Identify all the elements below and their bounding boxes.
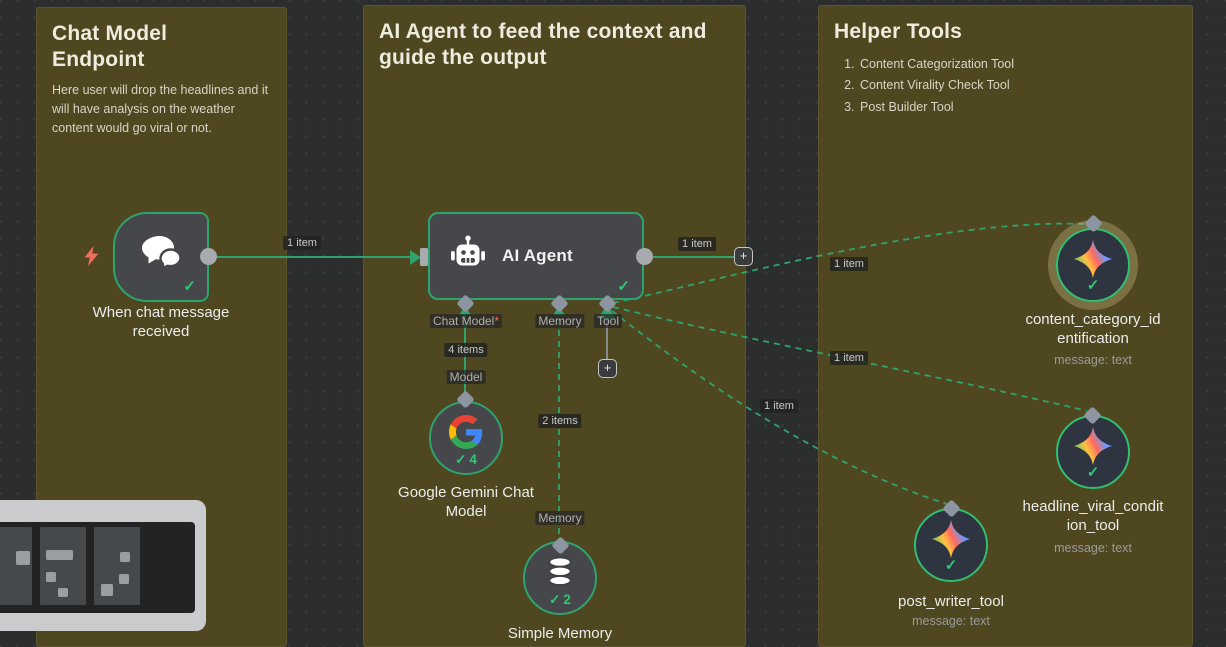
node-content-category-identification[interactable]: ✓ <box>1056 228 1130 302</box>
node-label-trigger: When chat message received <box>92 304 230 340</box>
port-label-memory: Memory <box>535 314 585 328</box>
port-label-tool: Tool <box>593 314 623 328</box>
required-asterisk: * <box>494 314 500 328</box>
node-post-writer-tool[interactable]: ✓ <box>914 508 988 582</box>
items-badge: 2 items <box>538 414 582 428</box>
success-check-icon: ✓ <box>1086 277 1100 294</box>
list-item: Post Builder Tool <box>858 97 1177 119</box>
node-title: AI Agent <box>502 246 573 265</box>
success-check-icon: ✓ <box>1086 464 1100 481</box>
agent-output-port[interactable] <box>636 248 653 265</box>
minimap-node <box>120 552 130 562</box>
port-label-model: Model <box>446 370 486 384</box>
node-headline-viral-condition-tool[interactable]: ✓ <box>1056 415 1130 489</box>
sticky-title: Helper Tools <box>834 20 963 43</box>
node-label-gemini: Google Gemini Chat Model <box>398 484 534 520</box>
minimap-node <box>101 584 113 596</box>
items-badge: 1 item <box>830 351 868 365</box>
helper-tools-list: Content Categorization Tool Content Vira… <box>834 54 1177 119</box>
port-label-chat-model: Chat Model* <box>429 314 503 328</box>
database-icon <box>543 555 577 594</box>
google-logo-icon <box>449 414 483 454</box>
success-check-icon: ✓ <box>183 278 196 295</box>
minimap-sticky <box>0 527 32 605</box>
run-count: 2 <box>563 592 571 607</box>
robot-icon <box>448 234 488 279</box>
items-badge: 4 items <box>444 343 488 357</box>
node-when-chat-message-received[interactable]: ✓ <box>113 212 209 302</box>
list-item: Content Categorization Tool <box>858 54 1177 76</box>
trigger-bolt-icon <box>83 246 100 271</box>
items-badge: 1 item <box>830 257 868 271</box>
sticky-title: AI Agent to feed the context and guide t… <box>379 20 707 69</box>
trigger-output-port[interactable] <box>200 248 217 265</box>
node-google-gemini-chat-model[interactable]: ✓4 <box>429 401 503 475</box>
minimap[interactable] <box>0 500 206 631</box>
run-count: 4 <box>469 452 477 467</box>
gemini-sparkle-icon <box>1071 237 1115 286</box>
success-check-icon: ✓ <box>549 592 561 607</box>
node-simple-memory[interactable]: ✓2 <box>523 541 597 615</box>
minimap-node <box>46 550 73 560</box>
add-node-button[interactable]: + <box>734 247 753 266</box>
chat-bubbles-icon <box>139 234 187 283</box>
minimap-node <box>58 588 68 597</box>
gemini-sparkle-icon <box>1071 424 1115 473</box>
node-label-post-writer: post_writer_tool <box>898 593 1004 610</box>
node-label-content-category: content_category_id entification <box>1025 311 1161 347</box>
minimap-node <box>16 551 30 565</box>
gemini-sparkle-icon <box>929 517 973 566</box>
node-sublabel: message: text <box>1054 353 1132 367</box>
items-badge: 1 item <box>283 236 321 250</box>
node-label-simple-memory: Simple Memory <box>507 625 613 642</box>
node-sublabel: message: text <box>912 614 990 628</box>
minimap-viewport <box>0 522 195 613</box>
success-check-icon: ✓ <box>455 452 467 467</box>
items-badge: 1 item <box>678 237 716 251</box>
node-label-headline-viral: headline_viral_condit ion_tool <box>1022 498 1164 534</box>
add-tool-button[interactable]: + <box>598 359 617 378</box>
node-ai-agent[interactable]: AI Agent ✓ <box>428 212 644 300</box>
minimap-node <box>119 574 129 584</box>
sticky-body: Here user will drop the headlines and it… <box>52 83 269 135</box>
success-check-icon: ✓ <box>617 278 630 295</box>
node-sublabel: message: text <box>1054 541 1132 555</box>
sticky-title: Chat Model Endpoint <box>52 22 168 71</box>
port-label-memory-in: Memory <box>535 511 585 525</box>
success-check-icon: ✓ <box>944 557 958 574</box>
items-badge: 1 item <box>760 399 798 413</box>
list-item: Content Virality Check Tool <box>858 75 1177 97</box>
minimap-node <box>46 572 56 582</box>
